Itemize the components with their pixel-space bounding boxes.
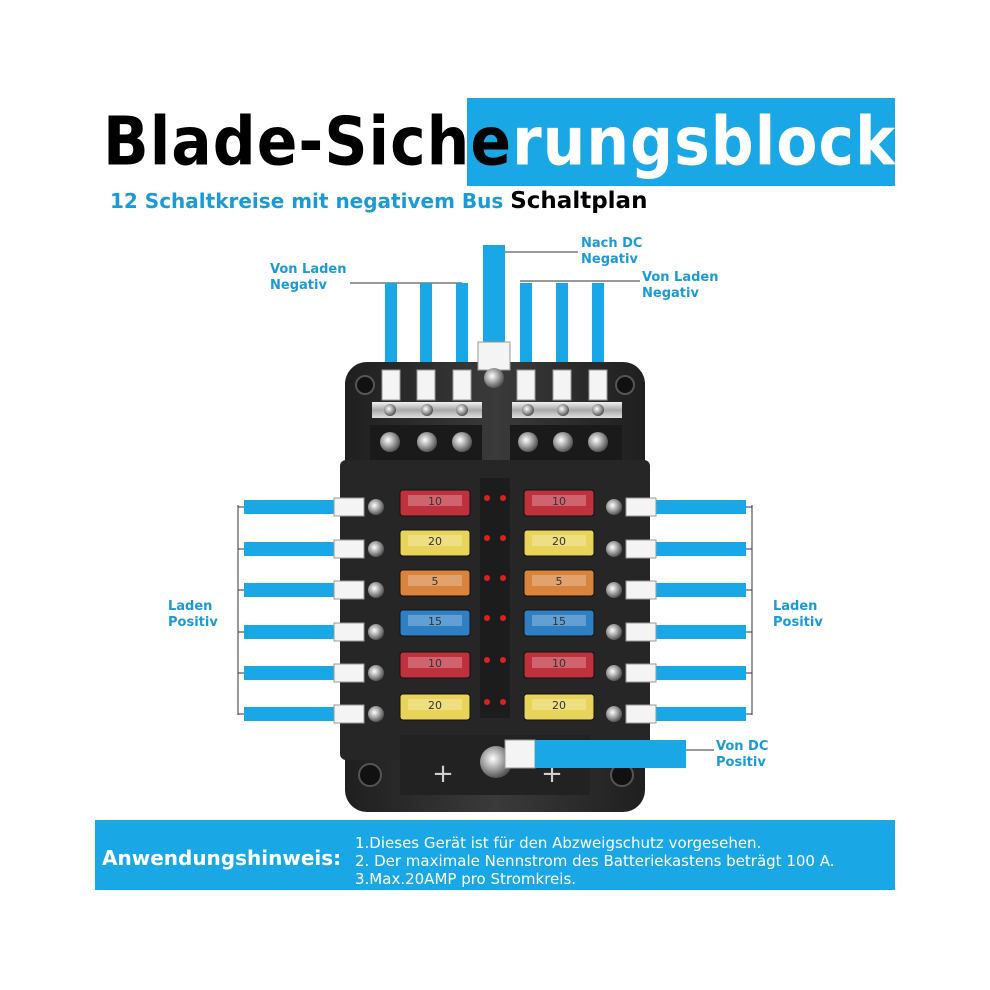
right-fuse-3-rating: 5 [556,575,563,588]
label-pos-left-line2: Positiv [168,615,218,630]
label-neg-left-line1: Von Laden [270,262,347,277]
left-wire-2 [244,542,336,556]
label-pos-right-line2: Positiv [773,615,823,630]
right-positive-wires [606,497,752,724]
right-fuse-5-rating: 10 [552,657,566,670]
notes-list: 1.Dieses Gerät ist für den Abzweigschutz… [355,834,835,888]
label-neg-right: Von Laden Negativ [642,270,719,302]
bus-screws [380,404,608,452]
note-line-2: 2. Der maximale Nennstrom des Batterieka… [355,852,835,870]
right-wire-3 [654,583,746,597]
led-left-1 [484,495,490,501]
right-fuse-5: 10 [523,651,595,679]
right-fuse-6-rating: 20 [552,699,566,712]
left-wire-3 [244,583,336,597]
right-wire-1 [654,500,746,514]
left-fuse-4: 15 [399,609,471,637]
label-neg-right-line2: Negativ [642,286,699,301]
label-pos-right-line1: Laden [773,599,818,614]
led-right-3 [500,575,506,581]
led-right-4 [500,615,506,621]
right-fuse-2: 20 [523,529,595,557]
label-neg-dc-line1: Nach DC [581,236,643,251]
right-fuse-4-rating: 15 [552,615,566,628]
label-neg-right-line1: Von Laden [642,270,719,285]
note-line-1: 1.Dieses Gerät ist für den Abzweigschutz… [355,834,762,852]
label-neg-dc-line2: Negativ [581,252,638,267]
left-fuse-5-rating: 10 [428,657,442,670]
led-left-6 [484,699,490,705]
left-positive-wires [238,497,384,724]
label-pos-dc: Von DC Positiv [716,739,768,771]
led-right-2 [500,535,506,541]
label-neg-dc: Nach DC Negativ [581,236,642,268]
label-neg-left-line2: Negativ [270,278,327,293]
right-wire-4 [654,625,746,639]
led-right-5 [500,657,506,663]
right-fuse-1: 10 [523,489,595,517]
right-fuse-1-rating: 10 [552,495,566,508]
subtitle: 12 Schaltkreise mit negativem Bus Schalt… [110,188,647,214]
left-wire-4 [244,625,336,639]
title-part-light: rungsblock [512,102,896,182]
left-fuse-1-rating: 10 [428,495,442,508]
leader-lines [237,251,753,751]
left-fuse-6-rating: 20 [428,699,442,712]
subtitle-blue: 12 Schaltkreise mit negativem Bus [110,189,504,213]
right-fuse-3: 5 [523,569,595,597]
left-wire-6 [244,707,336,721]
right-fuse-6: 20 [523,693,595,721]
led-left-2 [484,535,490,541]
led-left-5 [484,657,490,663]
led-left-4 [484,615,490,621]
led-right-6 [500,699,506,705]
left-fuse-5: 10 [399,651,471,679]
right-fuse-4: 15 [523,609,595,637]
left-fuse-column: 10 20 5 15 10 20 [399,489,471,721]
label-neg-left: Von Laden Negativ [270,262,347,294]
left-fuse-1: 10 [399,489,471,517]
notes-heading: Anwendungshinweis: [102,846,342,870]
left-fuse-6: 20 [399,693,471,721]
page-title: Blade-Sicherungsblock [103,95,896,189]
positive-dc-wire [535,740,686,768]
led-left-3 [484,575,490,581]
plus-symbol-left: + [432,759,454,789]
note-line-3: 3.Max.20AMP pro Stromkreis. [355,870,577,888]
title-highlight [467,98,895,186]
left-wire-5 [244,666,336,680]
positive-stud [480,746,512,778]
label-pos-dc-line2: Positiv [716,755,766,770]
left-wire-1 [244,500,336,514]
negative-stud [484,368,504,388]
label-pos-dc-line1: Von DC [716,739,769,754]
left-fuse-3-rating: 5 [432,575,439,588]
notes-bar [95,820,895,890]
right-fuse-2-rating: 20 [552,535,566,548]
left-fuse-4-rating: 15 [428,615,442,628]
subtitle-black: Schaltplan [510,188,648,214]
right-wire-2 [654,542,746,556]
left-fuse-3: 5 [399,569,471,597]
left-fuse-2: 20 [399,529,471,557]
title-part-dark: Blade-Siche [103,102,513,182]
negative-wires [385,245,604,373]
label-pos-left: Laden Positiv [168,599,218,631]
label-pos-left-line1: Laden [168,599,213,614]
left-fuse-2-rating: 20 [428,535,442,548]
right-wire-5 [654,666,746,680]
right-fuse-column: 10 20 5 15 10 20 [523,489,595,721]
right-wire-6 [654,707,746,721]
led-indicators [484,495,506,705]
label-pos-right: Laden Positiv [773,599,823,631]
led-right-1 [500,495,506,501]
